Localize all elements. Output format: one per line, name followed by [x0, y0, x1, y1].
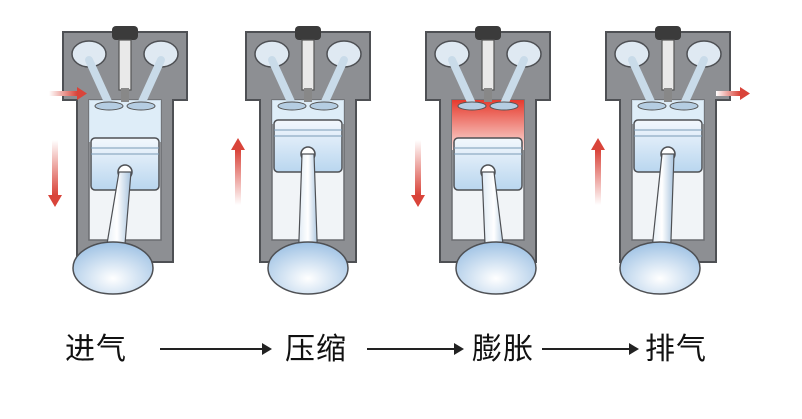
spark-plug-body: [118, 39, 132, 91]
spark-plug-cap: [475, 26, 501, 40]
intake-valve-head: [637, 101, 667, 111]
engine-stage-1: [48, 26, 188, 295]
flow-arrow-2: [367, 343, 464, 355]
stage-label-expansion: 膨胀: [472, 332, 534, 367]
exhaust-valve-stem: [320, 56, 348, 108]
stage-label-compression: 压缩: [285, 332, 347, 367]
crankshaft-counterweight: [72, 241, 154, 295]
spark-plug-cap: [295, 26, 321, 40]
stroke-arrow-shaft: [415, 140, 421, 195]
intake-valve-stem: [268, 56, 296, 108]
intake-valve-stem: [85, 56, 113, 108]
crankshaft-counterweight: [267, 241, 349, 295]
intake-flow-arrow-head: [77, 87, 87, 100]
stroke-arrow-shaft: [52, 140, 58, 195]
four-stroke-engine-diagram: [48, 26, 750, 295]
intake-valve-head: [94, 101, 124, 111]
stage-label-intake: 进气: [65, 332, 127, 367]
crankshaft-counterweight: [619, 241, 701, 295]
engine-stage-4: [591, 26, 750, 295]
spark-plug-body: [661, 39, 675, 91]
stroke-arrow-head: [591, 138, 605, 150]
intake-valve-head: [457, 101, 487, 111]
spark-plug-cap: [112, 26, 138, 40]
intake-valve-stem: [628, 56, 656, 108]
engine-stage-2: [231, 26, 371, 295]
stroke-arrow-shaft: [235, 150, 241, 205]
crankshaft-counterweight: [455, 241, 537, 295]
stroke-arrow-head: [231, 138, 245, 150]
exhaust-flow-arrow-head: [740, 87, 750, 100]
exhaust-valve-head: [309, 101, 339, 111]
intake-valve-head: [277, 101, 307, 111]
stroke-arrow-shaft: [595, 150, 601, 205]
exhaust-valve-head: [126, 101, 156, 111]
intake-flow-arrow-shaft: [49, 91, 77, 96]
spark-plug-cap: [655, 26, 681, 40]
stage-label-exhaust: 排气: [645, 332, 707, 367]
flow-arrow-1: [160, 343, 272, 355]
intake-valve-stem: [448, 56, 476, 108]
exhaust-valve-head: [489, 101, 519, 111]
exhaust-valve-stem: [137, 56, 165, 108]
spark-plug-tip: [121, 88, 129, 102]
exhaust-valve-head: [669, 101, 699, 111]
spark-plug-tip: [664, 88, 672, 102]
spark-plug-body: [481, 39, 495, 91]
exhaust-valve-stem: [500, 56, 528, 108]
stroke-arrow-head: [48, 195, 62, 207]
exhaust-valve-stem: [680, 56, 708, 108]
spark-plug-body: [301, 39, 315, 91]
stroke-arrow-head: [411, 195, 425, 207]
spark-plug-tip: [484, 88, 492, 102]
flow-arrow-3: [542, 343, 639, 355]
engine-stage-3: [411, 26, 551, 295]
spark-plug-tip: [304, 88, 312, 102]
exhaust-flow-arrow-shaft: [716, 91, 740, 96]
